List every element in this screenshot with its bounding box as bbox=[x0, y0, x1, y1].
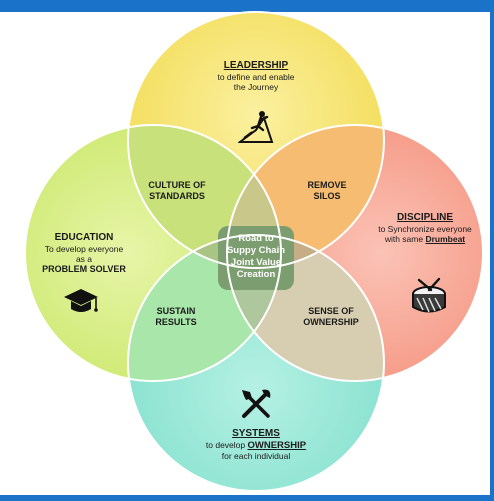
education-title: EDUCATION bbox=[54, 232, 114, 243]
discipline-emph: Drumbeat bbox=[425, 234, 466, 245]
center-label: Road to Suppy Chain Joint Value Creation bbox=[226, 233, 286, 280]
center-box bbox=[218, 226, 294, 290]
leadership-label: LEADERSHIP to define and enable the Jour… bbox=[196, 60, 316, 92]
remove-silos-label: REMOVE SILOS bbox=[307, 180, 347, 201]
leadership-desc: to define and enable the Journey bbox=[217, 72, 295, 93]
drum-icon bbox=[412, 277, 446, 313]
right-border bbox=[490, 0, 494, 501]
sense-of-ownership-label: SENSE OF OWNERSHIP bbox=[303, 306, 359, 327]
sustain-results-label: SUSTAIN RESULTS bbox=[155, 306, 197, 327]
discipline-label: DISCIPLINE to Synchronize everyone with … bbox=[378, 212, 472, 244]
education-label: EDUCATION To develop everyone as a PROBL… bbox=[34, 232, 134, 275]
leadership-title: LEADERSHIP bbox=[223, 60, 289, 71]
bottom-border bbox=[0, 495, 494, 501]
systems-title: SYSTEMS bbox=[232, 428, 280, 439]
education-emph: PROBLEM SOLVER bbox=[42, 264, 126, 275]
education-desc: To develop everyone as a bbox=[44, 244, 124, 265]
systems-desc: to develop OWNERSHIP bbox=[205, 440, 307, 451]
graduation-cap-icon bbox=[64, 289, 98, 312]
tools-icon bbox=[242, 389, 271, 418]
discipline-desc: to Synchronize everyone with same Drumbe… bbox=[378, 224, 472, 245]
systems-label: SYSTEMS to develop OWNERSHIP for each in… bbox=[186, 428, 326, 462]
top-border bbox=[0, 0, 494, 12]
systems-desc-post: for each individual bbox=[221, 451, 291, 462]
culture-of-standards-label: CULTURE OF STANDARDS bbox=[148, 180, 206, 201]
discipline-title: DISCIPLINE bbox=[396, 212, 454, 223]
systems-emph: OWNERSHIP bbox=[247, 440, 307, 451]
climber-icon bbox=[238, 111, 274, 143]
